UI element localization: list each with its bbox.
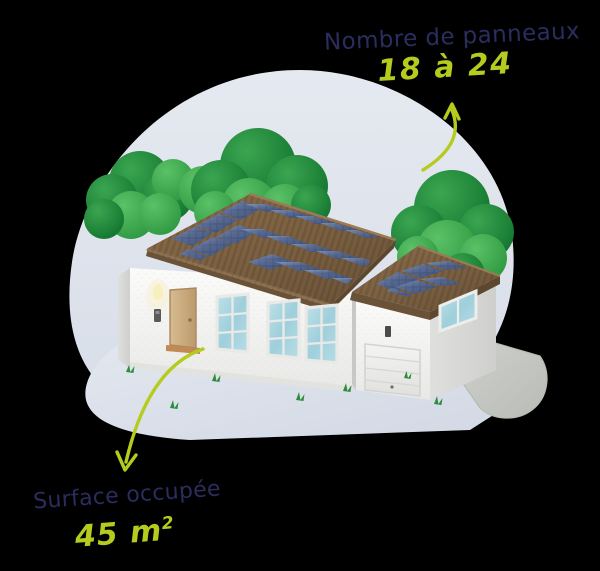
garage-light-switch (385, 326, 391, 337)
main-roof-solar-array (166, 201, 388, 287)
garage-roof-solar-array (370, 261, 468, 306)
arrow-to-panels (421, 102, 461, 172)
surface-value-number: 45 m (73, 513, 164, 555)
grass-tufts (126, 365, 443, 409)
window-1 (215, 292, 250, 354)
arrow-to-surface (115, 347, 205, 472)
surface-value-unit: 2 (160, 513, 176, 535)
garage-window (438, 288, 478, 334)
window-3 (304, 303, 339, 365)
garage-door (364, 343, 421, 397)
intercom-panel (154, 309, 161, 322)
wall-lamp (145, 279, 171, 321)
window-2 (266, 298, 301, 360)
front-door (166, 287, 200, 354)
eave-scallops (146, 248, 334, 308)
